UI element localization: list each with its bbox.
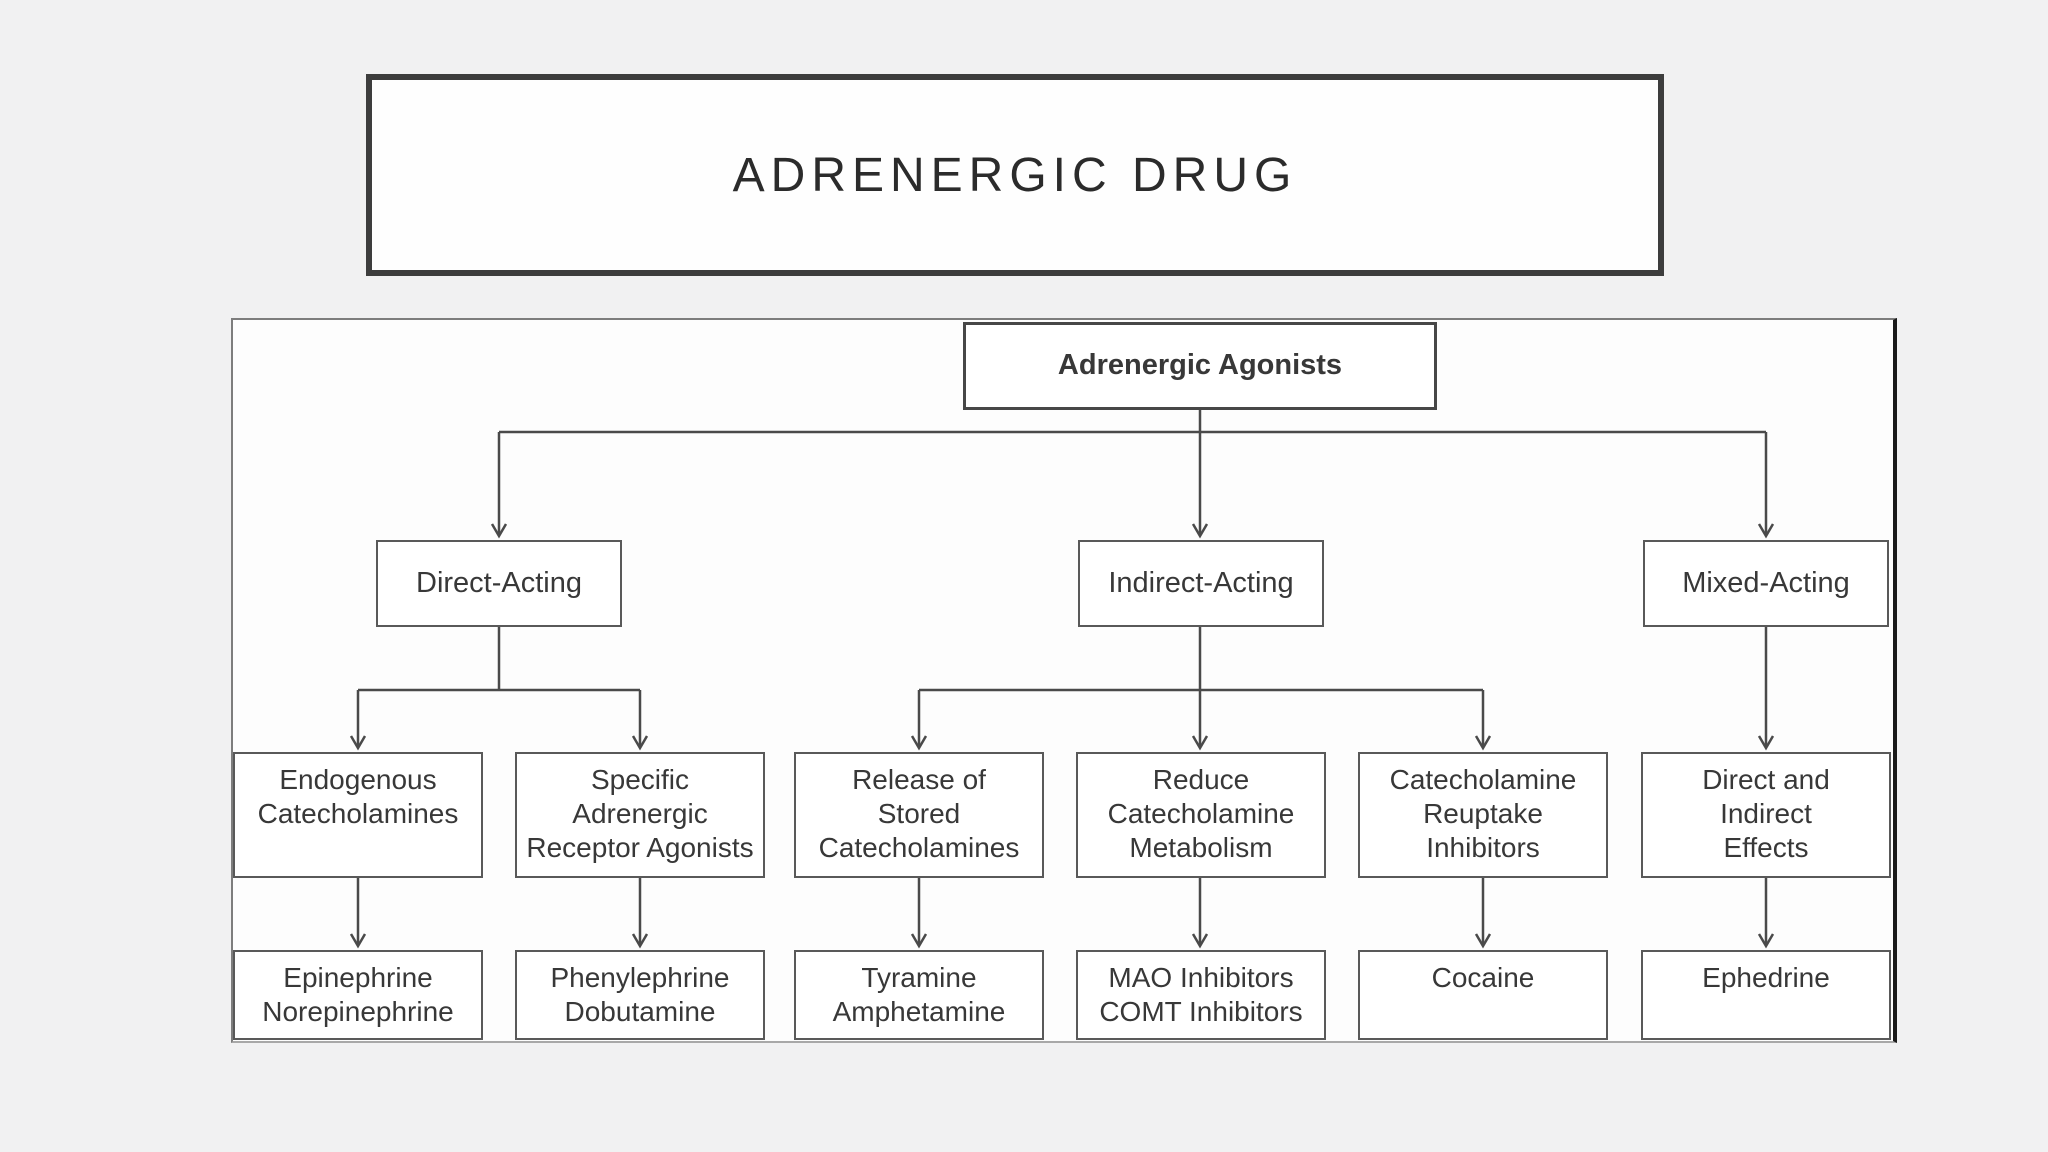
node-label: Phenylephrine Dobutamine (550, 962, 730, 1028)
node-label: Endogenous Catecholamines (257, 764, 459, 830)
node-label: Cocaine (1431, 962, 1535, 993)
node-label: MAO Inhibitors COMT Inhibitors (1099, 962, 1303, 1028)
node-label: Reduce Catecholamine Metabolism (1107, 764, 1295, 864)
node-label: Catecholamine Reuptake Inhibitors (1389, 764, 1577, 864)
node-label: Ephedrine (1702, 962, 1830, 993)
node-endogenous-catecholamines: Endogenous Catecholamines (233, 752, 483, 878)
node-label: Epinephrine Norepinephrine (262, 962, 454, 1028)
node-specific-adrenergic-receptor-agonists: Specific Adrenergic Receptor Agonists (515, 752, 765, 878)
node-epinephrine-norepinephrine: Epinephrine Norepinephrine (233, 950, 483, 1040)
node-mao-comt-inhibitors: MAO Inhibitors COMT Inhibitors (1076, 950, 1326, 1040)
flowchart-canvas (231, 318, 1897, 1043)
node-ephedrine: Ephedrine (1641, 950, 1891, 1040)
node-adrenergic-agonists: Adrenergic Agonists (963, 322, 1437, 410)
node-phenylephrine-dobutamine: Phenylephrine Dobutamine (515, 950, 765, 1040)
node-tyramine-amphetamine: Tyramine Amphetamine (794, 950, 1044, 1040)
node-label: Direct-Acting (416, 566, 582, 599)
node-release-of-stored-catecholamines: Release of Stored Catecholamines (794, 752, 1044, 878)
node-mixed-acting: Mixed-Acting (1643, 540, 1889, 627)
node-label: Tyramine Amphetamine (832, 962, 1006, 1028)
node-label: Specific Adrenergic Receptor Agonists (526, 764, 754, 864)
node-label: Indirect-Acting (1108, 566, 1294, 599)
node-direct-acting: Direct-Acting (376, 540, 622, 627)
node-indirect-acting: Indirect-Acting (1078, 540, 1324, 627)
node-label: Adrenergic Agonists (1057, 349, 1343, 382)
page-title: ADRENERGIC DRUG (732, 148, 1298, 202)
node-label: Direct and Indirect Effects (1702, 764, 1830, 864)
node-reduce-catecholamine-metabolism: Reduce Catecholamine Metabolism (1076, 752, 1326, 878)
node-label: Release of Stored Catecholamines (818, 764, 1020, 864)
node-catecholamine-reuptake-inhibitors: Catecholamine Reuptake Inhibitors (1358, 752, 1608, 878)
node-direct-and-indirect-effects: Direct and Indirect Effects (1641, 752, 1891, 878)
node-label: Mixed-Acting (1682, 566, 1850, 599)
title-box: ADRENERGIC DRUG (366, 74, 1664, 276)
node-cocaine: Cocaine (1358, 950, 1608, 1040)
